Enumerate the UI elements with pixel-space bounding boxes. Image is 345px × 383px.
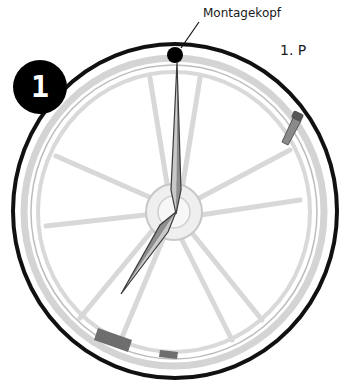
rim-edge [31, 65, 317, 359]
badge-circle [13, 60, 67, 114]
clock-hand-short [121, 212, 176, 294]
mounting-head-dot [167, 47, 183, 63]
rim-patch [159, 350, 178, 359]
spokes [46, 78, 300, 342]
valve [282, 110, 304, 145]
step-badge: 1 [13, 60, 67, 114]
tire [13, 44, 337, 378]
leader-line [181, 22, 199, 48]
callout-number: 1 [31, 72, 49, 102]
part-label: Montagekopf [203, 6, 281, 20]
rim [24, 58, 324, 366]
step-text: 1. P [280, 42, 306, 58]
rim-patch [94, 328, 132, 352]
clock-hand-long [171, 62, 181, 214]
